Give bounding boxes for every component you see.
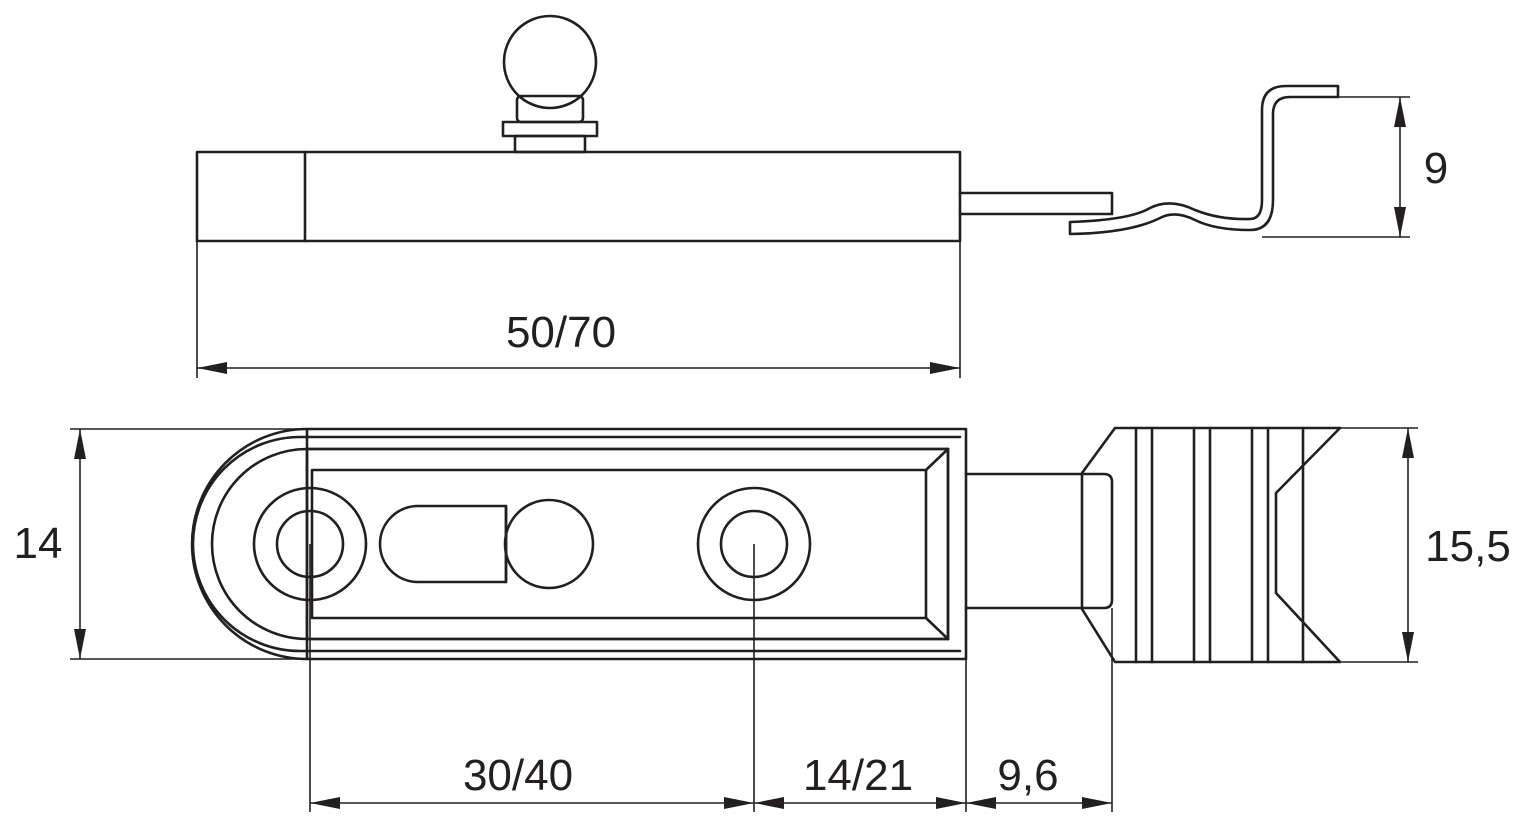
keeper	[1080, 426, 1342, 664]
dimension-keeper-width: 15,5	[1340, 427, 1511, 663]
spring-height-label: 9	[1424, 144, 1448, 193]
bolt-rod-side	[958, 191, 1114, 216]
keeper-width-label: 15,5	[1425, 522, 1511, 571]
top-view	[190, 426, 1342, 664]
body-width-label: 14	[14, 519, 63, 568]
bolt-travel-label: 9,6	[997, 751, 1058, 800]
dimension-hole-spacing: 30/40	[309, 544, 755, 812]
knob-slot	[378, 498, 595, 590]
bolt-body-side	[195, 150, 962, 243]
knob	[501, 14, 599, 154]
bolt-rod-top	[964, 472, 1114, 610]
dimension-spring-height: 9	[1262, 96, 1448, 238]
dimension-bolt-travel: 9,6	[966, 608, 1113, 812]
hole-spacing-label: 30/40	[463, 751, 573, 800]
bolt-housing	[190, 427, 968, 661]
leaf-spring	[1068, 84, 1340, 236]
dimension-body-width: 14	[14, 428, 307, 660]
dimension-end-offset: 14/21	[754, 659, 967, 812]
side-view	[195, 14, 1340, 243]
end-offset-label: 14/21	[803, 751, 913, 800]
dimension-overall-length: 50/70	[196, 241, 961, 378]
overall-length-label: 50/70	[506, 308, 616, 357]
